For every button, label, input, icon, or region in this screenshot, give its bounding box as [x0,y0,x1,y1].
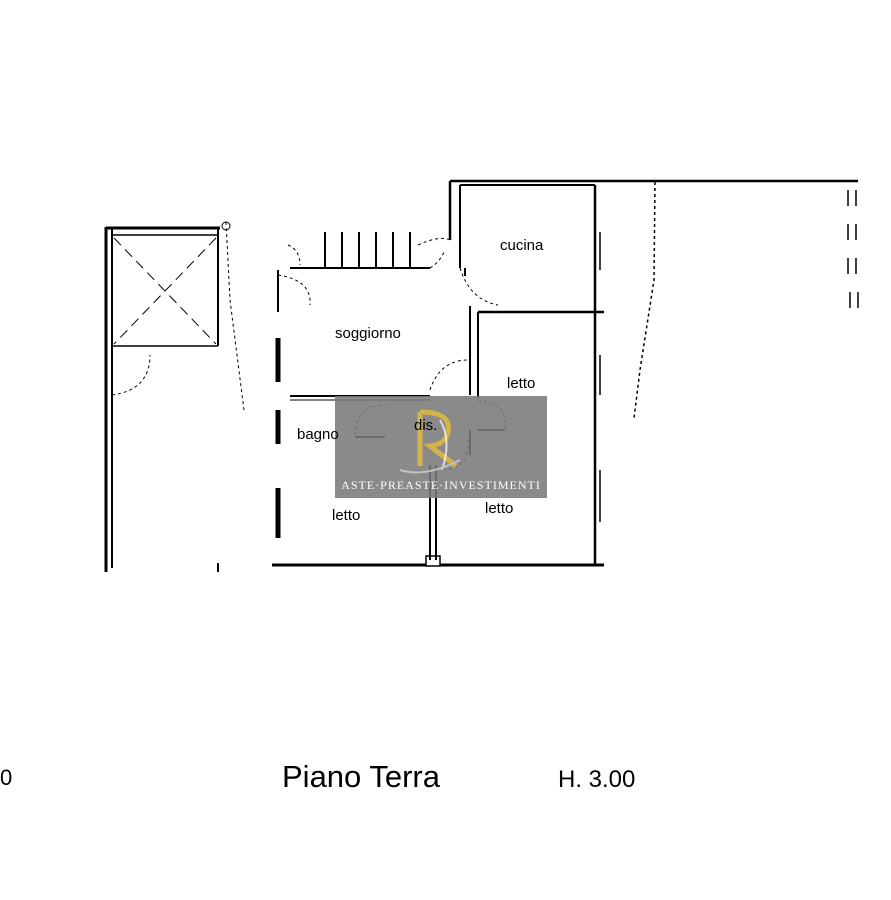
edge-mark: 0 [0,765,12,790]
floor-caption: 0 Piano Terra H. 3.00 [0,759,635,794]
room-label-bagno: bagno [297,426,339,443]
watermark-logo-icon [399,409,461,474]
outdoor-elements [633,181,859,419]
watermark: ASTE·PREASTE·INVESTIMENTI [335,396,547,498]
room-label-dis: dis. [414,417,437,434]
room-label-letto-right: letto [485,500,513,517]
left-block [104,221,245,572]
room-label-letto-left: letto [332,507,360,524]
room-label-soggiorno: soggiorno [335,325,401,342]
room-labels: cucina soggiorno letto dis. bagno letto … [297,237,544,524]
room-label-letto-upper: letto [507,375,535,392]
room-label-cucina: cucina [500,237,544,254]
floor-title: Piano Terra [282,759,441,794]
floor-height: H. 3.00 [558,766,635,793]
watermark-text: ASTE·PREASTE·INVESTIMENTI [341,478,541,492]
stairs [287,232,451,269]
